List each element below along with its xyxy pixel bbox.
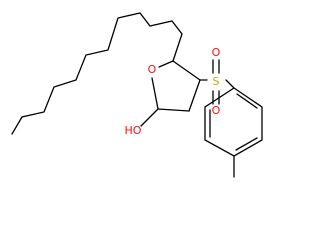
hydroxyl-bond — [140, 108, 159, 127]
ring-bond-c5-c4 — [172, 60, 201, 81]
thf-ring — [140, 60, 201, 127]
ring-bond-c4-c3 — [188, 79, 201, 112]
tolyl-ring — [204, 87, 263, 178]
undecyl-chain-bonds — [11, 12, 183, 135]
sulfonyl-oxygen-top-label: O — [212, 46, 221, 59]
sulfonyl-oxygen-bottom-label: O — [212, 104, 221, 117]
hydroxyl-label: HO — [125, 124, 142, 137]
sulfur-label: S — [213, 75, 220, 88]
molecule-diagram: O HO S O O — [11, 12, 263, 178]
undecyl-chain — [11, 12, 183, 135]
ring-oxygen-label: O — [148, 63, 157, 76]
aromatic-double-bond-1 — [236, 93, 258, 109]
aromatic-double-bond-2 — [235, 137, 258, 151]
sulfur-aryl-bond — [225, 79, 235, 89]
ring-bond-c3-c2 — [157, 108, 190, 112]
ring-bond-c2-o — [151, 77, 159, 110]
structure-canvas: O HO S O O — [11, 12, 263, 178]
ring-bond-o-c5 — [158, 60, 174, 68]
